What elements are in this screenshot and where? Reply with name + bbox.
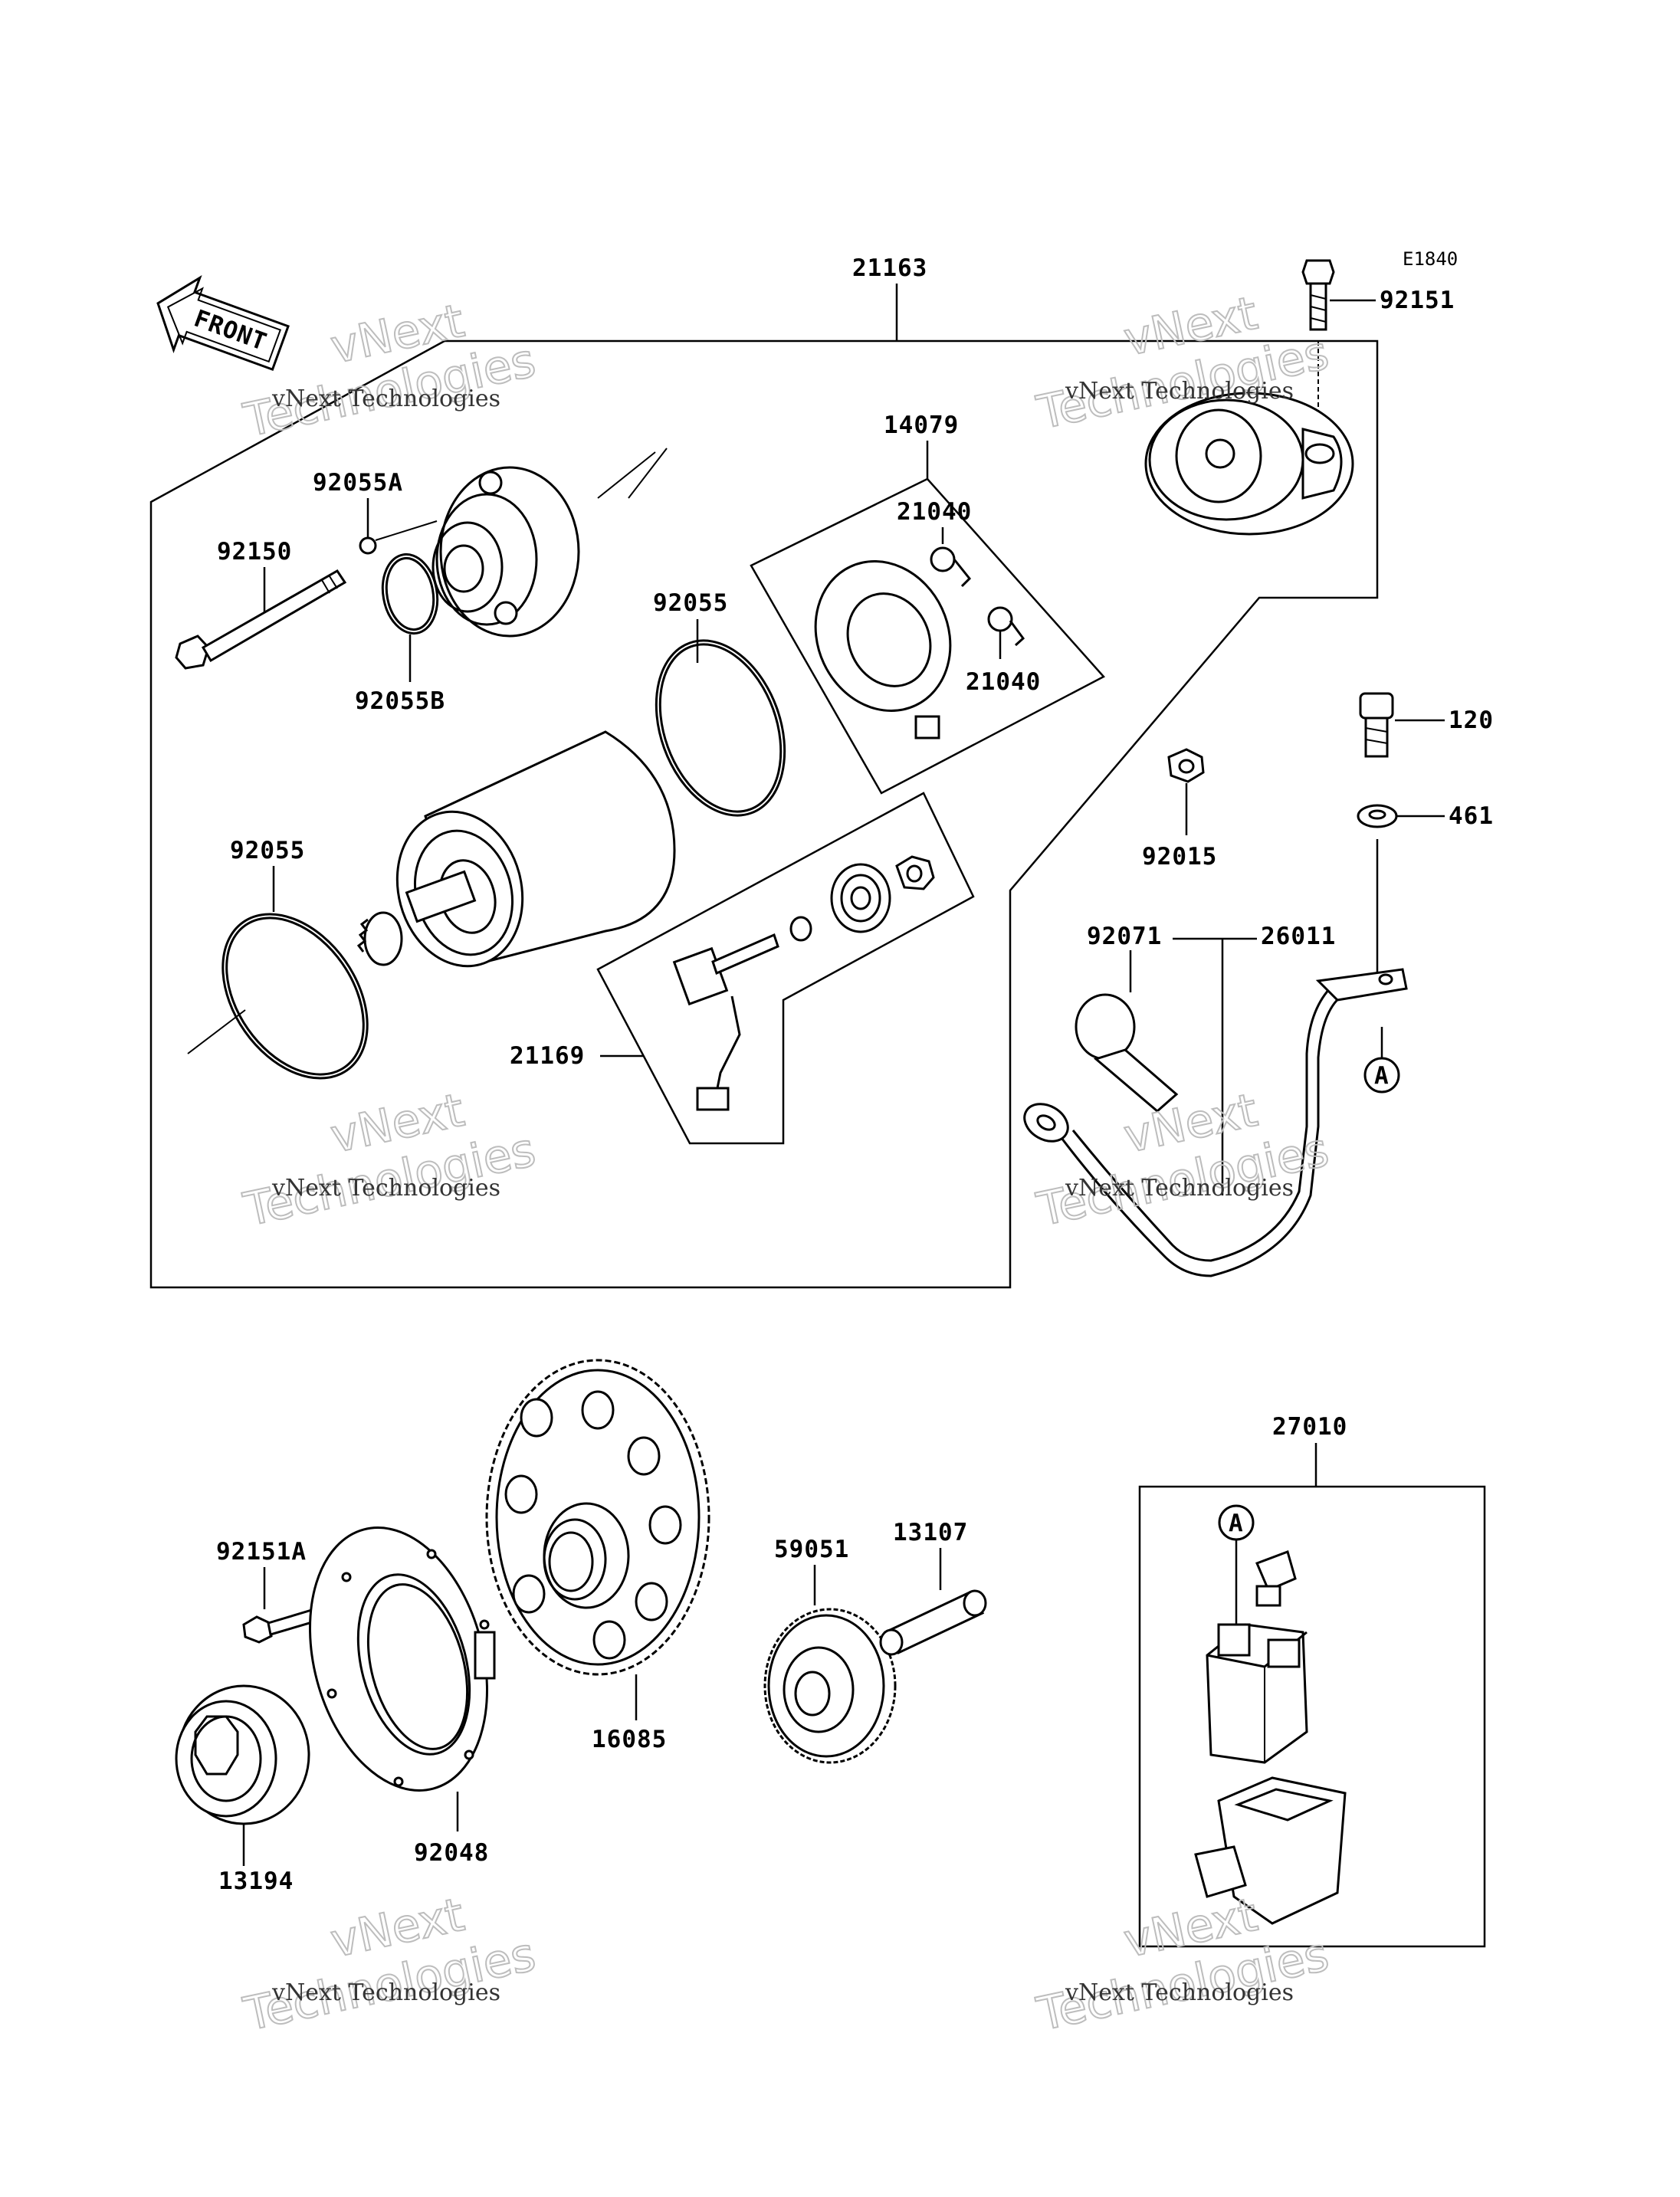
part-label-13194: 13194 [218,1867,294,1895]
clutch-hub-13194-icon [175,1684,310,1825]
part-label-92055B: 92055B [355,687,445,715]
terminal-oring-icon [789,916,812,942]
watermark-top-left: vNext Technologies vNext Technologies [238,293,541,449]
idle-gear-59051-icon [763,1608,897,1764]
part-label-14079: 14079 [884,412,959,439]
part-label-92015: 92015 [1142,843,1217,871]
oring-92055-upper-icon [655,639,786,817]
part-label-92151A: 92151A [216,1538,307,1566]
callout-A-relay-label: A [1229,1510,1244,1537]
watermark-bottom-left: vNext Technologies vNext Technologies [238,1887,541,2043]
rear-end-cover-icon [1144,392,1354,536]
washer-461-icon [1357,804,1398,828]
bolt-92151-icon [1301,259,1335,331]
starter-relay-icon [1206,1623,1308,1764]
callout-A-relay [1218,1504,1255,1541]
terminal-insulator-icon [830,863,891,933]
part-label-27010: 27010 [1272,1413,1347,1441]
svg-text:vNext Technologies: vNext Technologies [271,385,500,412]
oring-92055B-icon [381,553,439,635]
callout-A-cable [1363,1057,1400,1094]
svg-text:vNext Technologies: vNext Technologies [271,1979,500,2006]
nut-92015-icon [1167,748,1205,783]
callout-A-cable-label: A [1374,1062,1390,1090]
part-label-21040-b: 21040 [966,668,1041,696]
part-label-92055A: 92055A [313,469,403,497]
bolt-92151A-icon [242,1608,319,1644]
starter-cable-26011-icon [1023,968,1408,1277]
part-label-120: 120 [1449,707,1494,734]
part-label-59051: 59051 [774,1536,849,1563]
brush-plate-icon [814,560,952,739]
pinion-gear-icon [356,911,403,966]
svg-text:vNext Technologies: vNext Technologies [1065,1175,1294,1202]
part-label-92048: 92048 [414,1839,489,1867]
bolt-120-icon [1359,692,1394,758]
part-label-21169: 21169 [510,1042,585,1070]
diagram-code: E1840 [1403,248,1458,270]
oring-92055-lower-icon [221,913,369,1080]
front-arrow-icon: FRONT [156,274,290,372]
svg-text:vNext Technologies: vNext Technologies [271,1175,500,1202]
motor-yoke-icon [356,730,676,968]
starter-clutch-gear-16085-icon [485,1359,710,1676]
watermark-mid-left: vNext Technologies vNext Technologies [238,1083,541,1238]
part-label-21163: 21163 [852,254,927,282]
part-label-26011: 26011 [1261,923,1336,950]
part-label-13107: 13107 [893,1519,968,1546]
long-bolt-92150-icon [175,569,347,670]
relay-rubber-holder-icon [1194,1776,1347,1925]
terminal-cap-92071-icon [1075,993,1179,1113]
front-cover-icon [431,466,580,638]
terminal-kit-box-21169 [596,792,975,1145]
part-label-92071: 92071 [1087,923,1162,950]
one-way-clutch-92048-icon [308,1526,496,1792]
part-label-16085: 16085 [592,1726,667,1753]
brush-spring-21040-a-icon [930,546,972,588]
part-label-92055-upper: 92055 [653,589,728,617]
watermark-mid-right: vNext Technologies vNext Technologies [1032,1083,1334,1238]
fuse-icon [1255,1550,1297,1607]
part-label-92150: 92150 [217,538,292,566]
part-label-92151: 92151 [1380,287,1455,314]
assembly-boundary-21163 [149,339,1379,1289]
svg-text:vNext Technologies: vNext Technologies [1065,1979,1294,2006]
oring-92055A-icon [359,536,377,555]
terminal-nut-icon [895,855,935,890]
shaft-13107-icon [879,1589,987,1656]
brush-holder-box-14079 [750,477,1105,795]
relay-box-27010 [1138,1485,1486,1948]
part-label-92055-lower: 92055 [230,837,305,864]
terminal-bolt-icon [672,933,779,1111]
part-label-21040-a: 21040 [897,498,972,526]
part-label-461: 461 [1449,802,1494,830]
svg-text:vNext Technologies: vNext Technologies [1065,378,1294,405]
brush-spring-21040-b-icon [987,606,1025,647]
